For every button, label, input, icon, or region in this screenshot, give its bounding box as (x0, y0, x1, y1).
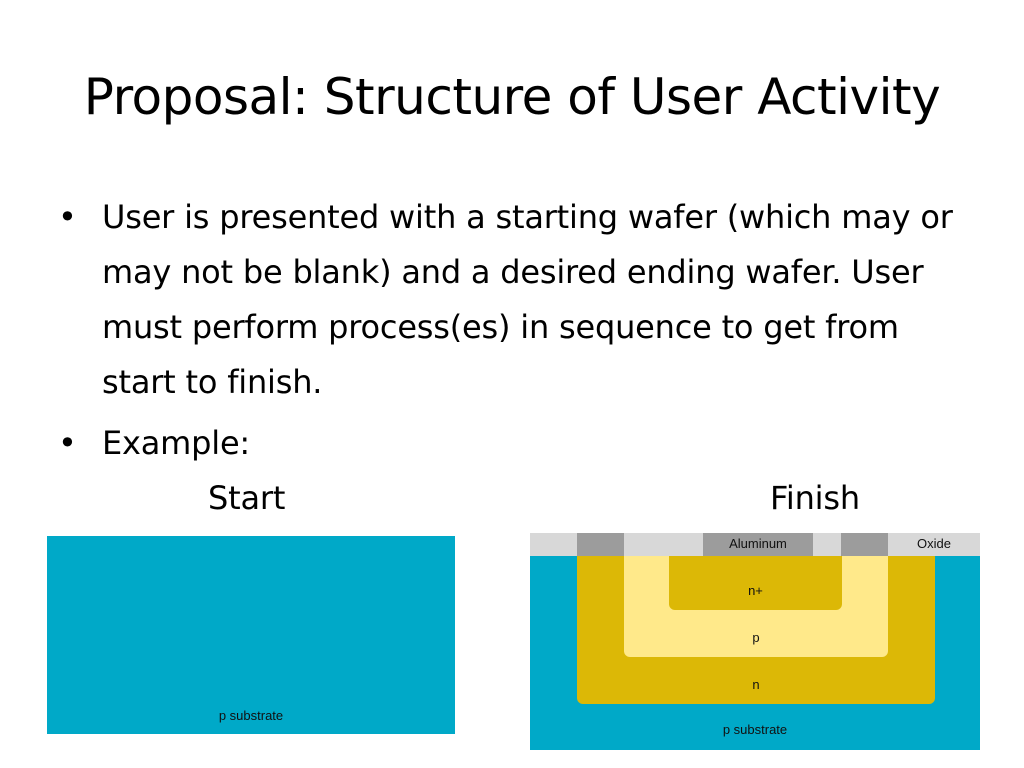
bullet-dot-icon: • (58, 424, 77, 462)
nplus-region (669, 556, 842, 610)
example-labels: Start Finish (102, 471, 978, 526)
bullet-list: • User is presented with a starting wafe… (58, 190, 978, 526)
start-label: Start (208, 479, 286, 517)
bullet-item: • Example: Start Finish (58, 416, 978, 526)
p-label: p (752, 630, 760, 645)
bullet-dot-icon: • (58, 198, 77, 236)
start-wafer-diagram: p substrate (47, 536, 455, 734)
slide-title: Proposal: Structure of User Activity (83, 68, 941, 126)
aluminum-label: Aluminum (729, 536, 787, 551)
oxide-label: Oxide (917, 536, 951, 551)
finish-label: Finish (770, 479, 860, 517)
contact-block-right (841, 533, 888, 556)
n-label: n (752, 677, 760, 692)
start-substrate-label: p substrate (218, 708, 284, 723)
bullet-text: User is presented with a starting wafer … (102, 198, 953, 401)
contact-block-left (577, 533, 624, 556)
bullet-text: Example: (102, 424, 251, 462)
finish-substrate-label: p substrate (722, 722, 788, 737)
finish-wafer-diagram: Aluminum Oxide n+ p n p substrate (530, 533, 980, 750)
bullet-item: • User is presented with a starting wafe… (58, 190, 978, 410)
nplus-label: n+ (748, 583, 763, 598)
aluminum-contact (703, 533, 813, 556)
